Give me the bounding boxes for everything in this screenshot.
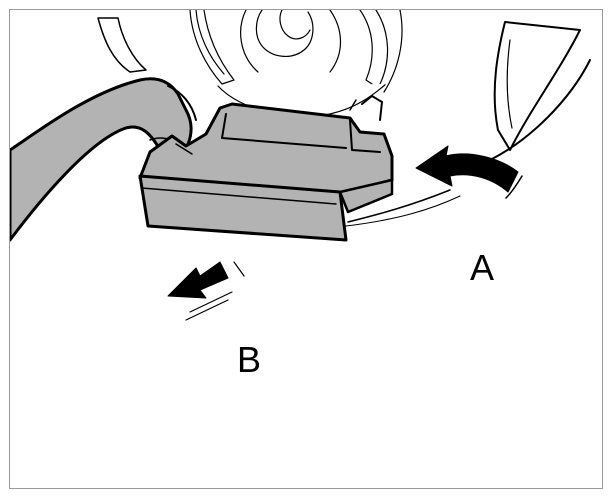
connector	[138, 95, 394, 242]
callout-label-a: A	[470, 247, 495, 288]
wiring-harness	[10, 77, 197, 242]
guide-line	[347, 189, 451, 223]
pull-out-arrow-icon	[167, 261, 245, 321]
callout-label-b: B	[237, 339, 262, 380]
curved-rotation-arrow-icon	[415, 145, 523, 199]
right-trim	[489, 21, 591, 161]
